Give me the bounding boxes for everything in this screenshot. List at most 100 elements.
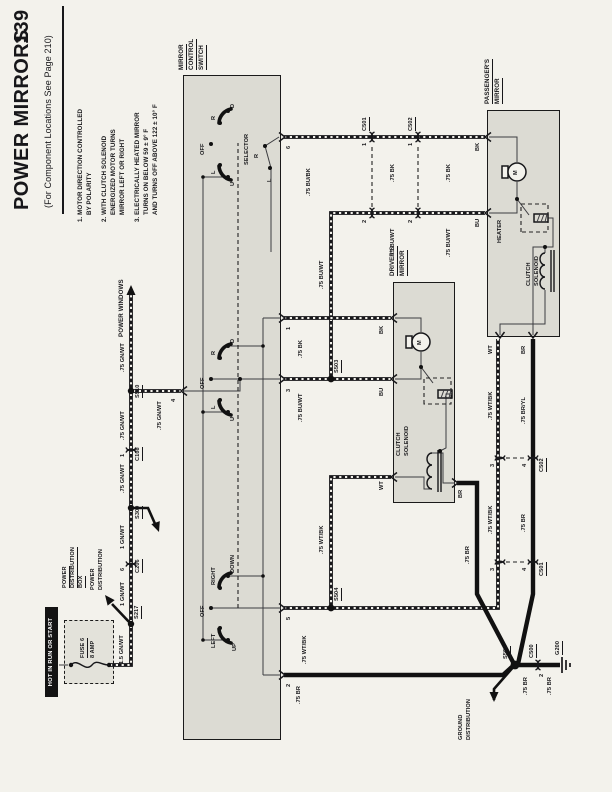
selector-l: L <box>267 178 273 182</box>
ground-symbol <box>561 657 571 673</box>
splices <box>127 375 520 670</box>
connector-c108: C108 <box>135 447 144 461</box>
connector-c501-lower: C501 <box>539 562 548 576</box>
splice-s503: S503 <box>334 359 343 373</box>
switch-pin-1: 1 <box>286 326 292 330</box>
passenger-wt-exit: WT <box>488 345 494 354</box>
splice-s502: S502 <box>503 645 512 659</box>
note-1-line1: 1. MOTOR DIRECTION CONTROLLED <box>77 108 84 222</box>
contact-r-b: R <box>211 115 217 120</box>
passenger-clutch-1: CLUTCH <box>526 262 532 286</box>
driver-bu-entry: BU <box>379 387 385 396</box>
driver-clutch-1: CLUTCH <box>396 432 402 456</box>
page-subtitle: (For Component Locations See Page 210) <box>43 35 53 208</box>
note-2-line2: ENERGIZED MOTOR TURNS <box>110 129 117 215</box>
switch-pin-2: 2 <box>286 683 292 687</box>
wire-75-wtbk-a: .75 WT/BK <box>488 505 494 534</box>
wire-1-gnwt-b: 1 GN/WT <box>120 524 126 549</box>
passenger-br-exit: BR <box>521 345 527 354</box>
c502-lower-pin4: 4 <box>522 463 528 467</box>
power-distribution-ref-1: POWER <box>90 568 96 590</box>
hatched-wires <box>110 135 500 667</box>
heater-resistors <box>437 213 549 399</box>
internal-wires <box>59 136 554 676</box>
passenger-bu-entry: BU <box>475 218 481 227</box>
ground-g200: G200 <box>555 640 564 655</box>
wire-75-bk-a: .75 BK <box>390 163 396 182</box>
wire-75-br-pin2: .75 BR <box>296 685 302 704</box>
wire-75-bubk-pin6: .75 BU/BK <box>306 168 312 196</box>
wire-75-buwt-pin3: .75 BU/WT <box>298 393 304 422</box>
passenger-clutch-2: SOLENOID <box>534 255 540 286</box>
wire-75-gnwt-a: .75 GN/WT <box>120 464 126 493</box>
wire-75-wtbk-b: .75 WT/BK <box>488 391 494 420</box>
contact-l-b: L <box>211 170 217 174</box>
wire-75-br-a: .75 BR <box>521 513 527 532</box>
c501-lower-pin4: 4 <box>522 567 528 571</box>
power-distribution-box-label-3: BOX <box>78 575 87 588</box>
switch-pin-4: 4 <box>171 398 177 402</box>
driver-wt-entry: WT <box>379 481 385 490</box>
driver-name-2: MIRROR <box>399 250 409 276</box>
switch-pin-3: 3 <box>286 388 292 392</box>
contact-u-c: U <box>230 416 236 421</box>
contact-r-c: R <box>211 350 217 355</box>
wire-75-bk-b: .75 BK <box>446 163 452 182</box>
selector-label: SELECTOR <box>244 133 250 165</box>
driver-br-exit: BR <box>458 489 464 498</box>
wire-75-gnwt-c: .75 GN/WT <box>120 343 126 372</box>
clutch-solenoid-coils <box>426 250 555 492</box>
c502-lower-pin3: 3 <box>490 463 496 467</box>
wire-1point5-gnwt: 1.5 GN/WT <box>119 635 125 664</box>
wire-75-bryl: .75 BR/YL <box>521 396 527 424</box>
passenger-heater-label: HEATER <box>497 219 503 243</box>
wire-75-buwt-branch: .75 BU/WT <box>319 260 325 289</box>
switch-name-2: CONTROL <box>188 38 198 70</box>
wire-75-br-c: .75 BR <box>523 676 529 695</box>
fuse-label: FUSE 6 <box>80 637 89 658</box>
note-3-line2: TURNS ON BELOW 59 ± 9° F <box>143 128 150 215</box>
splice-s504: S504 <box>334 587 343 601</box>
page-title: POWER MIRRORS <box>11 29 33 210</box>
driver-motor-m: M <box>417 340 423 345</box>
passengers-mirror-motor <box>501 162 527 182</box>
power-windows-ref: POWER WINDOWS <box>118 279 125 337</box>
c500-pin2: 2 <box>539 673 545 677</box>
contact-l-c: L <box>211 405 217 409</box>
contact-dots <box>201 109 547 642</box>
contact-up: UP <box>232 643 238 651</box>
driver-name-1: DRIVER'S <box>389 246 399 276</box>
power-distribution-ref-2: DISTRIBUTION <box>98 549 104 590</box>
connector-c502-lower: C502 <box>539 458 548 472</box>
note-1-line2: BY POLARITY <box>86 172 93 215</box>
wire-75-wtbk-driver: .75 WT/BK <box>319 525 325 554</box>
switch-name-3: SWITCH <box>198 44 208 70</box>
fuse-symbol <box>68 661 112 668</box>
c502-upper-pin2: 2 <box>408 219 414 223</box>
wire-75-gnwt-b: .75 GN/WT <box>120 411 126 440</box>
passenger-bk-entry: BK <box>475 142 481 151</box>
splice-s510: S510 <box>135 384 144 398</box>
c501-lower-pin3: 3 <box>490 567 496 571</box>
contact-u-b: U <box>230 181 236 186</box>
note-3-line3: AND TURNS OFF ABOVE 122 ± 10° F <box>152 104 159 215</box>
selector-r: R <box>254 153 260 158</box>
connector-c206: C206 <box>135 559 144 573</box>
wire-75-buwt-b: .75 BU/WT <box>446 228 452 257</box>
contact-down: DOWN <box>230 554 236 573</box>
splice-s217: S217 <box>134 605 143 619</box>
passenger-name-1: PASSENGER'S <box>484 58 494 104</box>
ground-distribution-1: GROUND <box>458 714 464 740</box>
contact-off-a: OFF <box>200 605 206 618</box>
note-2-line3: MIRROR LEFT OR RIGHT <box>119 138 126 215</box>
switch-pin-6: 6 <box>286 145 292 149</box>
wire-75-wtbk-pin5: .75 WT/BK <box>302 635 308 664</box>
c501-upper-pin1: 1 <box>362 142 368 146</box>
c502-upper-pin1: 1 <box>408 142 414 146</box>
ground-distribution-2: DISTRIBUTION <box>466 699 472 740</box>
note-2-line1: 2. WITH CLUTCH SOLENOID <box>101 135 108 222</box>
page-number: 139 <box>11 9 33 44</box>
